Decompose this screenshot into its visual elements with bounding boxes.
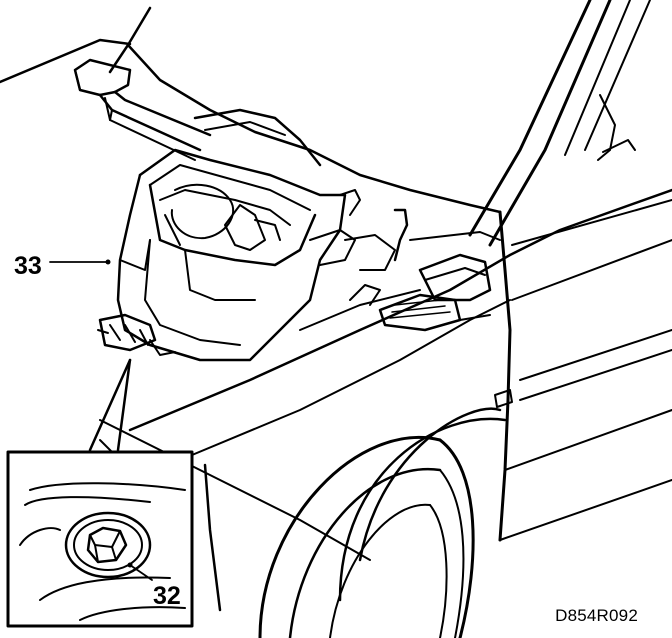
detail-inset — [6, 450, 194, 628]
figure-reference-code: D854R092 — [555, 606, 638, 625]
callout-32-label: 32 — [153, 582, 181, 610]
callout-33-label: 33 — [14, 252, 42, 280]
callout-lines — [49, 259, 132, 452]
heater-assembly — [73, 58, 501, 362]
